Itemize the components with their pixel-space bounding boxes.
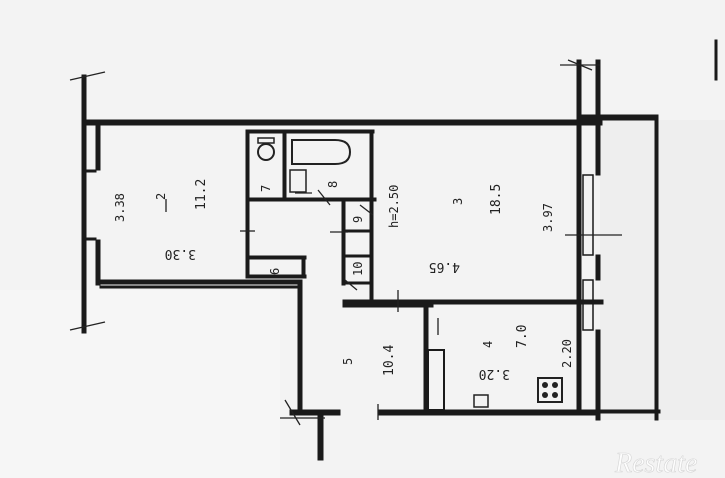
room-7-number: 7 xyxy=(259,185,273,192)
walls xyxy=(81,39,718,461)
room-4-width: 2.20 xyxy=(560,339,574,368)
room-3-number: 3 xyxy=(451,198,465,205)
room-3-length: 4.65 xyxy=(429,259,460,274)
room-4-area: 7.0 xyxy=(515,325,530,348)
room-2-number: 2 xyxy=(154,193,168,200)
bathtub xyxy=(291,139,352,165)
stove-icon xyxy=(537,377,563,403)
room-4-length: 3.20 xyxy=(479,366,510,381)
kitchen-sink-icon xyxy=(473,394,489,408)
room-3-area: 18.5 xyxy=(489,184,504,215)
room-4-number: 4 xyxy=(481,341,495,348)
room-6-number: 6 xyxy=(268,268,282,275)
room-2-length: 3.30 xyxy=(165,246,196,261)
room-3-width: 3.97 xyxy=(541,203,555,232)
room-2-area: 11.2 xyxy=(194,179,209,210)
room-8-number: 8 xyxy=(326,181,340,188)
room-5-area: 10.4 xyxy=(382,345,397,376)
room-10-number: 10 xyxy=(351,262,365,276)
toilet-icon xyxy=(257,143,275,161)
sink-icon xyxy=(289,169,307,193)
room-9-number: 9 xyxy=(351,216,365,223)
room-2-width: 3.38 xyxy=(113,193,127,222)
room-3-height: h=2.50 xyxy=(387,185,401,228)
room-5-number: 5 xyxy=(341,358,355,365)
watermark-logo: Restate xyxy=(614,448,697,478)
